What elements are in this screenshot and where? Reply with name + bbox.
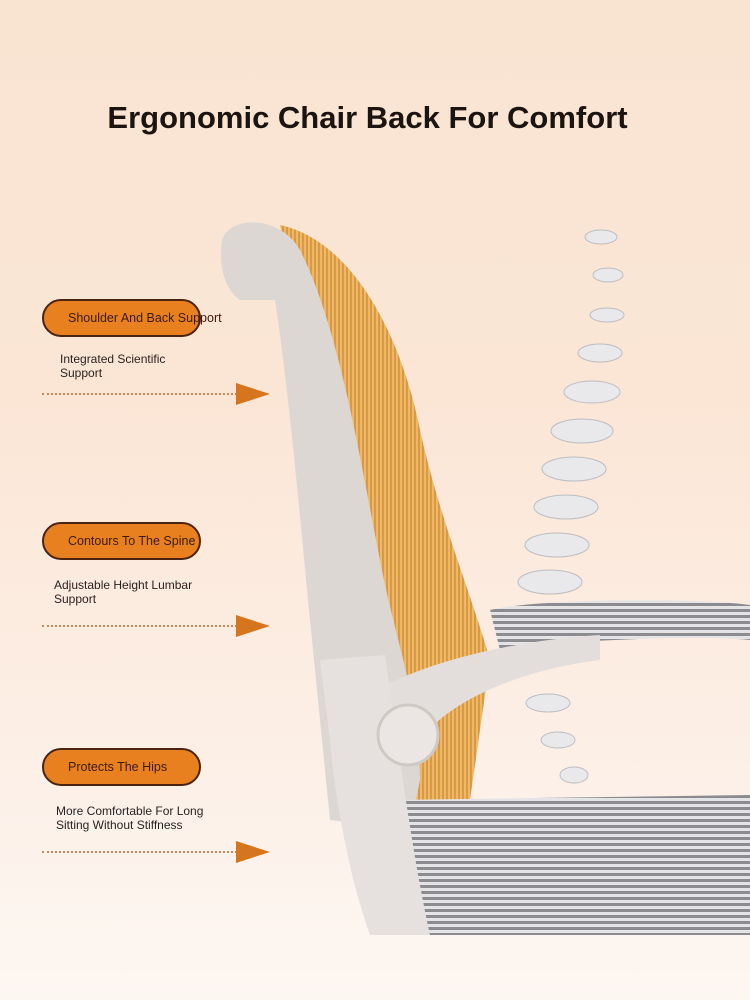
- spine-vertebrae: [517, 229, 625, 784]
- hinge-knob: [376, 703, 440, 767]
- feature-badge-shoulder: Shoulder And Back Support: [42, 299, 222, 337]
- armrest-pad: [490, 600, 750, 650]
- arrow-icon: [42, 841, 270, 863]
- feature-badge-spine: Contours To The Spine: [42, 522, 201, 560]
- chair-leg: [320, 655, 430, 935]
- feature-badge-hips: Protects The Hips: [42, 748, 201, 786]
- seat-mesh: [395, 795, 750, 935]
- page-title: Ergonomic Chair Back For Comfort: [107, 100, 628, 135]
- feature-description-spine: Adjustable Height Lumbar Support: [54, 578, 193, 606]
- feature-description-hips: More Comfortable For Long Sitting Withou…: [56, 804, 204, 832]
- arrow-icon: [42, 383, 270, 405]
- feature-description-shoulder: Integrated Scientific Support: [60, 352, 166, 380]
- arrow-icon: [42, 615, 270, 637]
